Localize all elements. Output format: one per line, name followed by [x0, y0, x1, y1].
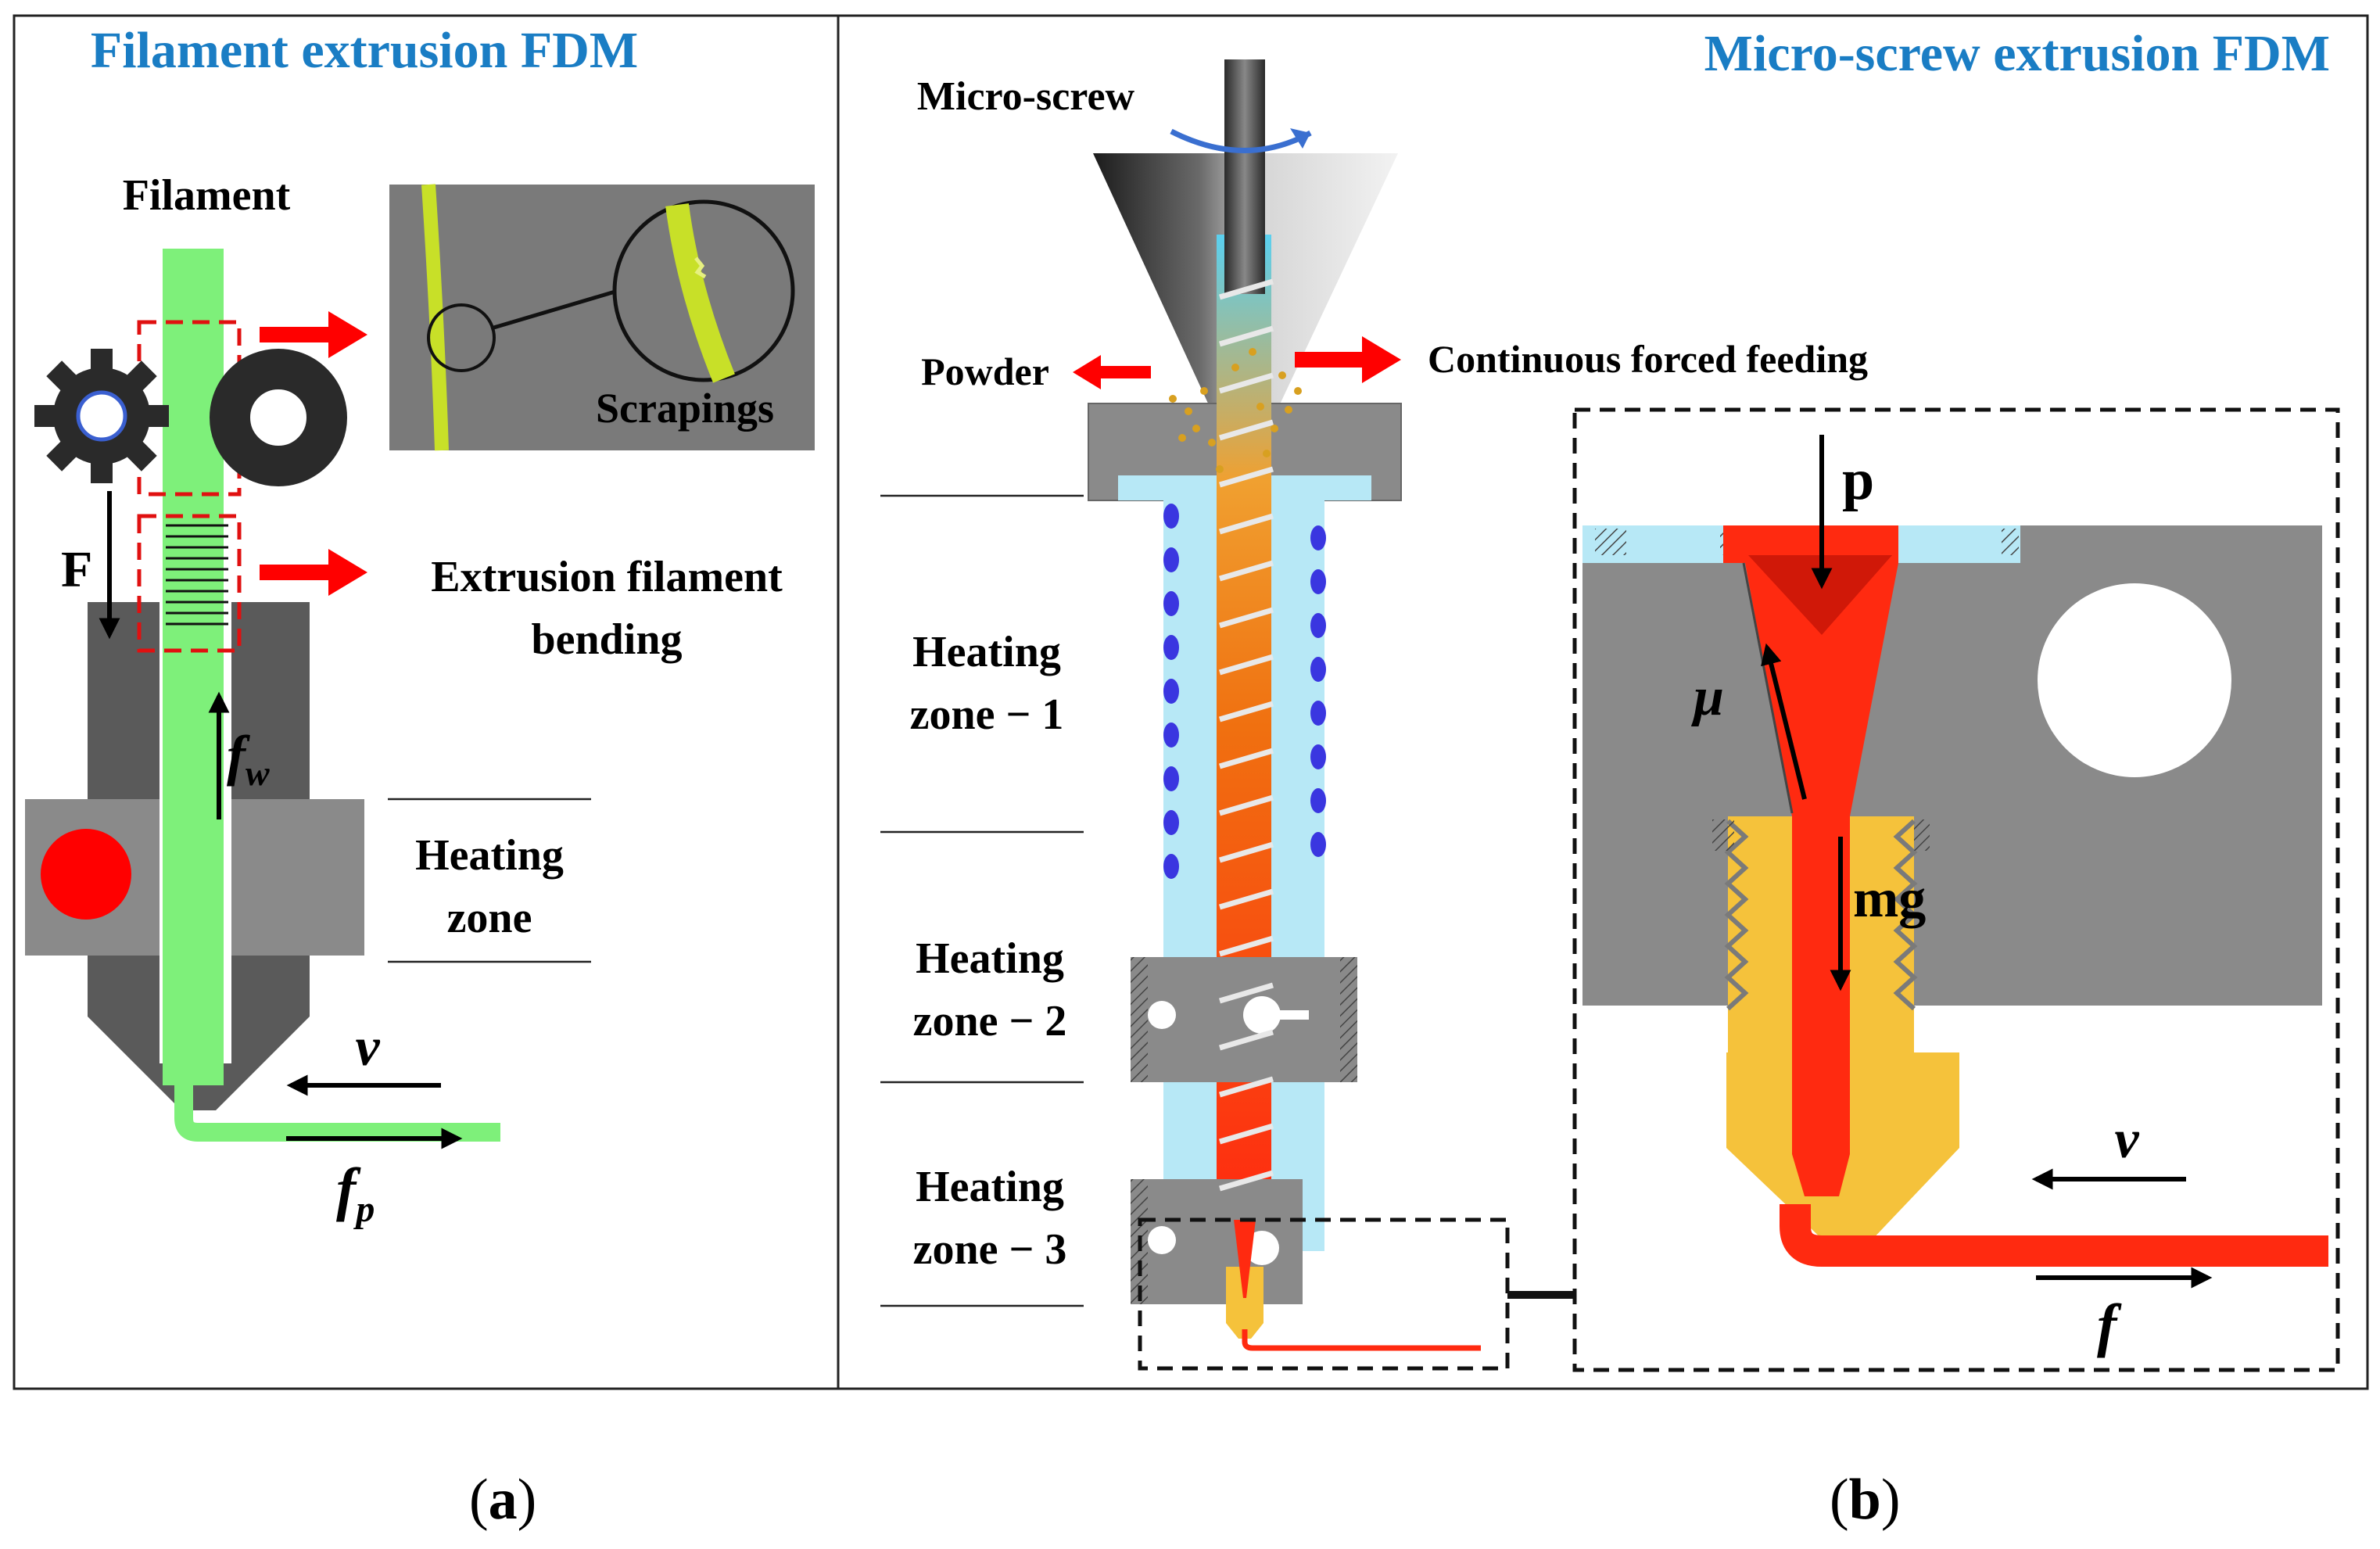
- nozzle-detail-box: [1572, 407, 2340, 1372]
- scrapings-label: Scrapings: [596, 385, 774, 432]
- zone2-label-line1: Heating: [916, 934, 1064, 983]
- micro-screw-shaft: [1224, 59, 1265, 294]
- bending-callout-arrow: [260, 549, 367, 596]
- zone3-label-line2: zone − 3: [913, 1225, 1067, 1274]
- force-f-label: f: [2097, 1293, 2122, 1358]
- zone1-label-line1: Heating: [912, 628, 1061, 676]
- zone1-label-line2: zone − 1: [910, 690, 1064, 739]
- caption-b: (b): [1830, 1468, 1901, 1532]
- idler-wheel-icon: [210, 349, 347, 486]
- heating-zone-label-line1: Heating: [415, 831, 564, 880]
- bending-label-line2: bending: [532, 615, 683, 664]
- drive-gear-icon: [34, 349, 169, 483]
- force-F-label: F: [61, 541, 92, 598]
- friction-arrow: [1761, 643, 1807, 800]
- zone-rules: [880, 494, 1084, 1307]
- force-fp-label: fp: [336, 1156, 375, 1230]
- heating-coils-zone1: [1163, 504, 1326, 879]
- powder-arrow: [1073, 355, 1151, 389]
- microscrew-label: Micro-screw: [917, 74, 1135, 119]
- feeding-label: Continuous forced feeding: [1428, 337, 1868, 381]
- panel-a-title: Filament extrusion FDM: [91, 22, 638, 79]
- deposited-strand-small: [1242, 1329, 1481, 1351]
- velocity-label-a: v: [355, 1017, 380, 1077]
- gravity-label: mg: [1853, 869, 1926, 929]
- heater-block-zone2: [1131, 957, 1357, 1082]
- caption-a: (a): [469, 1468, 537, 1532]
- zone2-label-line2: zone − 2: [913, 997, 1067, 1045]
- rotation-arrow-icon: [1170, 128, 1312, 153]
- panel-b-frame: [837, 14, 2369, 1390]
- feeding-arrow: [1295, 336, 1401, 383]
- nozzle-zoom-source-box: [1138, 1217, 1510, 1371]
- bending-zone-box: [137, 514, 242, 653]
- rotation-arrowhead-icon: [1290, 128, 1310, 149]
- scrapings-inset: Scrapings: [389, 184, 815, 451]
- powder-label: Powder: [921, 350, 1049, 393]
- brass-nozzle-small: [1226, 1267, 1263, 1339]
- filament-bending-marks: [166, 524, 228, 626]
- extruded-filament: [174, 1083, 500, 1142]
- powder-particles: [1169, 348, 1302, 473]
- heater-element-icon: [41, 829, 131, 920]
- filament: [163, 249, 224, 1085]
- panel-b-title: Micro-screw extrusion FDM: [1704, 25, 2330, 82]
- filament-label: Filament: [123, 171, 291, 220]
- nozzle-detail-view: [1582, 525, 2328, 1267]
- velocity-label-b: v: [2114, 1110, 2139, 1170]
- scrapings-callout-arrow: [260, 311, 367, 358]
- pressure-label: p: [1842, 448, 1874, 512]
- micro-screw-flight: [1219, 278, 1274, 1192]
- friction-label: μ: [1691, 667, 1724, 727]
- melt-tip: [1234, 1220, 1256, 1298]
- bending-label-line1: Extrusion filament: [431, 553, 783, 601]
- zone3-label-line1: Heating: [916, 1163, 1064, 1211]
- heating-zone-label-line2: zone: [447, 894, 532, 942]
- heater-block-zone3: [1131, 1179, 1303, 1304]
